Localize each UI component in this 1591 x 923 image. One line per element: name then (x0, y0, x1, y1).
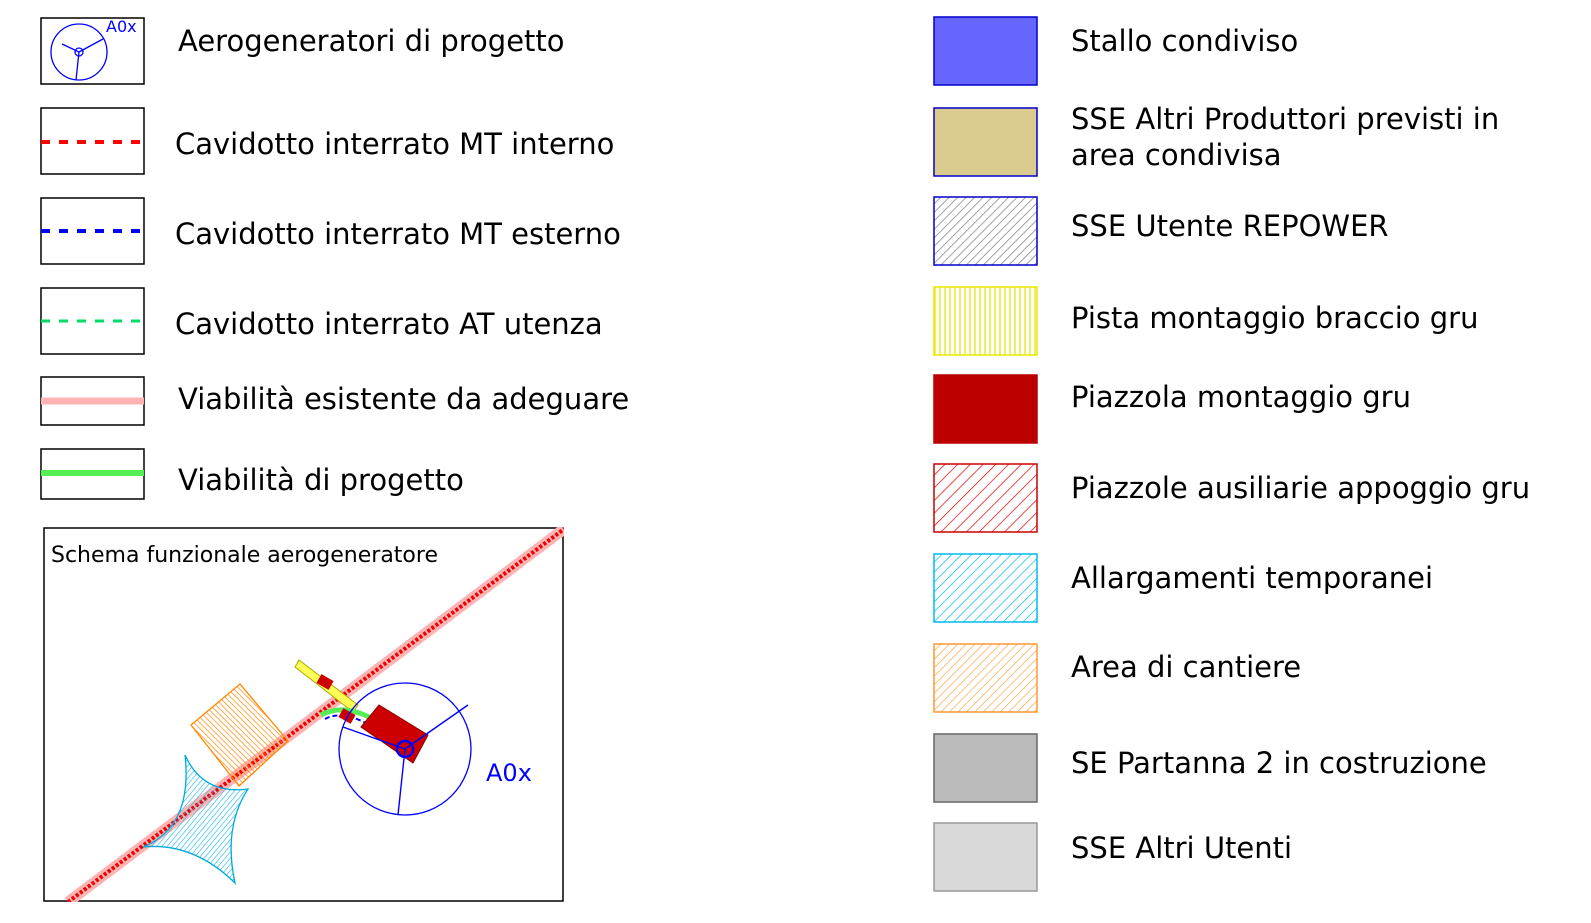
legend-left-symbol-aerogeneratori: A0x (40, 17, 145, 85)
legend-left-label-aerogeneratori: Aerogeneratori di progetto (178, 24, 565, 58)
scheme-cantiere-area (190, 683, 289, 787)
legend-right-label-allargamenti: Allargamenti temporanei (1071, 561, 1434, 595)
legend-right-label-pista-gru: Pista montaggio braccio gru (1071, 301, 1479, 335)
legend-right-label-sse-repower: SSE Utente REPOWER (1071, 209, 1389, 243)
scheme-allargamenti (142, 754, 250, 885)
scheme-turbine-tag: A0x (486, 759, 532, 787)
scheme-piazzola-montaggio (360, 704, 429, 764)
legend-right-label-sse-altri-utenti: SSE Altri Utenti (1071, 831, 1293, 865)
legend-left-label-at-utenza: Cavidotto interrato AT utenza (175, 307, 603, 341)
legend-right-label-piazzole-ausiliarie: Piazzole ausiliarie appoggio gru (1071, 471, 1531, 505)
legend-left-symbol-mt-interno (40, 107, 145, 175)
legend-right-swatch-pista-gru (933, 286, 1038, 356)
scheme-piazzola-small (316, 674, 334, 690)
legend-right-swatch-piazzola-gru (933, 374, 1038, 444)
scheme-piazzola-aux (338, 708, 356, 724)
legend-right-label-stallo: Stallo condiviso (1071, 24, 1299, 58)
legend-left-label-mt-interno: Cavidotto interrato MT interno (175, 127, 615, 161)
legend-left-symbol-viabilita-progetto (40, 448, 145, 500)
legend-left-label-viabilita-progetto: Viabilità di progetto (178, 463, 464, 497)
legend-left-label-viabilita-esistente: Viabilità esistente da adeguare (178, 382, 630, 416)
legend-right-swatch-sse-altri-utenti (933, 822, 1038, 892)
scheme-cable-mt (66, 527, 564, 902)
legend-right-swatch-allargamenti (933, 553, 1038, 623)
legend-right-label-partanna: SE Partanna 2 in costruzione (1071, 746, 1487, 780)
legend-right-swatch-piazzole-ausiliarie (933, 463, 1038, 533)
scheme-title: Schema funzionale aerogeneratore (51, 543, 438, 568)
legend-left-symbol-at-utenza (40, 287, 145, 355)
legend-right-label-cantiere: Area di cantiere (1071, 650, 1302, 684)
legend-right-label-sse-altri-produttori: SSE Altri Produttori previsti in area co… (1071, 102, 1500, 172)
legend-right-label-piazzola-gru: Piazzola montaggio gru (1071, 380, 1411, 414)
legend-right-swatch-sse-altri-produttori (933, 107, 1038, 177)
scheme-diagram (43, 527, 564, 902)
scheme-turbine-icon (342, 704, 469, 816)
legend-right-swatch-sse-repower (933, 196, 1038, 266)
turbine-tag: A0x (106, 17, 137, 36)
legend-left-label-mt-esterno: Cavidotto interrato MT esterno (175, 217, 621, 251)
legend-right-swatch-stallo (933, 16, 1038, 86)
legend-right-swatch-partanna (933, 733, 1038, 803)
legend-left-symbol-viabilita-esistente (40, 376, 145, 426)
legend-left-symbol-mt-esterno (40, 197, 145, 265)
scheme-rotor-circle (338, 682, 472, 816)
turbine-icon (50, 23, 108, 81)
legend-right-swatch-cantiere (933, 643, 1038, 713)
